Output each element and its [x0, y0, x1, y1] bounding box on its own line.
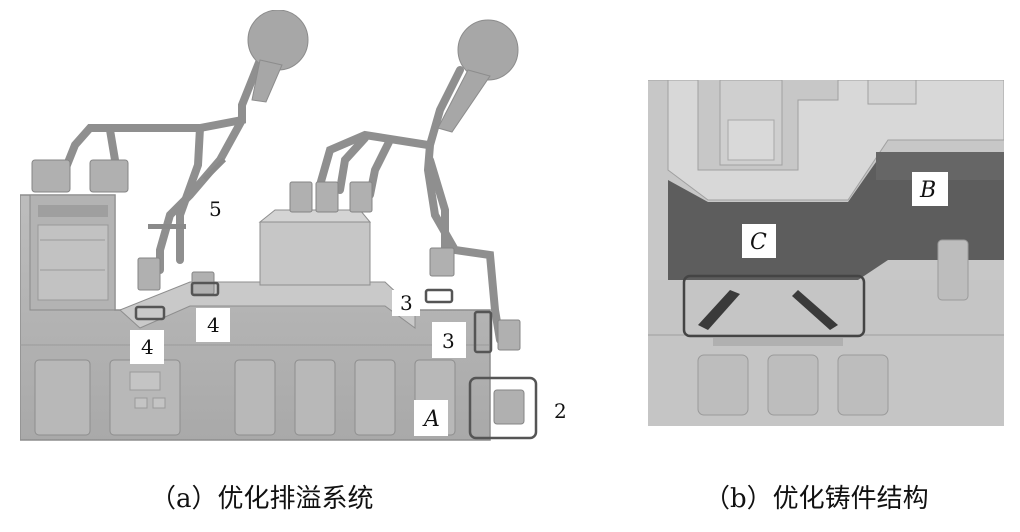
caption-b: （b）优化铸件结构 — [704, 484, 929, 514]
label-2: 2 — [554, 399, 567, 423]
label-3-lower: 3 — [442, 329, 455, 353]
highlight-boxes — [134, 281, 538, 440]
overflow-blocks — [31, 159, 525, 425]
casting-render-a: 5 4 4 3 3 A 2 — [19, 9, 580, 450]
highlight-box-b — [682, 274, 866, 338]
label-4-right: 4 — [207, 313, 220, 337]
label-4-left: 4 — [141, 335, 154, 359]
label-3-upper: 3 — [400, 291, 413, 315]
pour-cup-right — [457, 19, 519, 81]
caption-a: （a）优化排溢系统 — [150, 484, 374, 514]
lower-pockets — [697, 239, 969, 416]
casting-render-b: B C — [648, 79, 1005, 426]
label-C: C — [750, 230, 767, 255]
label-B: B — [919, 178, 936, 203]
casting-render-b-svg: B C — [648, 79, 1005, 426]
runner-left — [61, 56, 264, 274]
casting-render-a-svg: 5 4 4 3 3 A 2 — [19, 9, 567, 441]
label-5: 5 — [209, 197, 222, 221]
center-block — [259, 221, 371, 286]
pour-cup-left — [247, 9, 309, 71]
label-A: A — [422, 407, 440, 432]
